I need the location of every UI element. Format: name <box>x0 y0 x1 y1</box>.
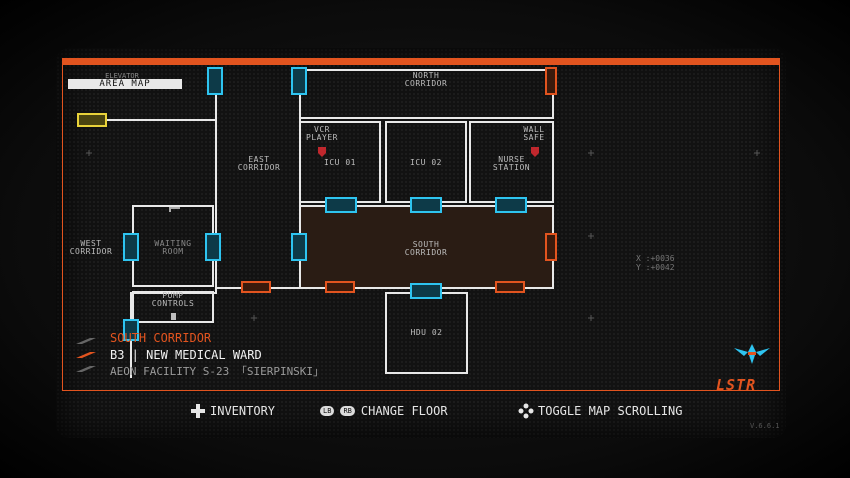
change-floor-hint[interactable]: LB RB CHANGE FLOOR <box>320 400 448 422</box>
change-floor-label: CHANGE FLOOR <box>360 404 448 418</box>
door-icon[interactable] <box>291 233 307 261</box>
elevator-label: ELEVATOR <box>105 72 139 80</box>
grid-cross <box>588 315 594 321</box>
inventory-label: INVENTORY <box>210 404 276 418</box>
dpad-icon <box>191 404 205 418</box>
map-top-bar <box>62 58 780 65</box>
grid-cross <box>251 315 257 321</box>
room-icu-01: ICU 01 <box>324 158 356 167</box>
location-floor: B3 | NEW MEDICAL WARD <box>110 348 262 362</box>
locked-door-icon[interactable] <box>545 233 557 261</box>
item-bracket-icon <box>169 207 180 212</box>
toggle-scroll-label: TOGGLE MAP SCROLLING <box>538 404 683 418</box>
location-facility: AEON FACILITY S-23 「SIERPINSKI」 <box>110 365 325 378</box>
room-west-corridor: WEST CORRIDOR <box>69 239 113 256</box>
map-coordinates: X :+0036 Y :+0042 <box>636 254 675 272</box>
area-map-title: AREA MAP <box>68 79 182 89</box>
wall-pump-controls <box>132 291 214 323</box>
winged-emblem-icon <box>734 344 770 364</box>
vcr-player-marker-icon[interactable] <box>318 147 326 157</box>
grid-cross <box>588 150 594 156</box>
door-icon[interactable] <box>410 197 442 213</box>
crt-screen: ELEVATOR AREA MAP NORTH CORRIDOR EAST CO… <box>56 48 786 438</box>
room-hdu-02: HDU 02 <box>410 328 443 337</box>
door-icon[interactable] <box>495 197 527 213</box>
locked-door-icon[interactable] <box>325 281 355 293</box>
door-icon[interactable] <box>291 67 307 95</box>
door-icon[interactable] <box>123 319 139 341</box>
door-icon[interactable] <box>410 283 442 299</box>
marker-vcr-player: VCR PLAYER <box>306 125 338 142</box>
face-buttons-icon <box>518 403 534 419</box>
grid-cross <box>86 150 92 156</box>
location-panel: SOUTH CORRIDOR B3 | NEW MEDICAL WARD AEO… <box>110 331 324 379</box>
control-hints: INVENTORY LB RB CHANGE FLOOR TOGGLE MAP … <box>56 400 786 430</box>
marker-wall-safe: WALL SAFE <box>523 125 545 142</box>
room-pump-controls: PUMP CONTROLS <box>151 291 195 308</box>
location-stripes-icon <box>76 338 96 372</box>
room-icu-02: ICU 02 <box>410 158 442 167</box>
pump-marker-icon[interactable] <box>171 313 176 320</box>
grid-cross <box>754 150 760 156</box>
wall-east-corridor <box>215 70 301 289</box>
locked-door-icon[interactable] <box>545 67 557 95</box>
map-frame <box>62 65 780 391</box>
inventory-hint[interactable]: INVENTORY <box>190 400 275 422</box>
current-room-fill <box>300 206 553 288</box>
elevator-door-icon[interactable] <box>77 113 107 127</box>
location-room: SOUTH CORRIDOR <box>110 331 212 345</box>
version-label: V.6.6.1 <box>750 422 780 430</box>
room-nurse-station: NURSE STATION <box>492 155 531 172</box>
lb-button-icon: LB <box>320 406 335 416</box>
room-east-corridor: EAST CORRIDOR <box>237 155 281 172</box>
lstr-logo: LSTR <box>716 376 757 394</box>
door-icon[interactable] <box>325 197 357 213</box>
door-icon[interactable] <box>205 233 221 261</box>
locked-door-icon[interactable] <box>241 281 271 293</box>
door-icon[interactable] <box>207 67 223 95</box>
room-north-corridor: NORTH CORRIDOR <box>404 71 448 88</box>
grid-cross <box>588 233 594 239</box>
rb-button-icon: RB <box>340 406 355 416</box>
door-icon[interactable] <box>123 233 139 261</box>
room-waiting-room: WAITING ROOM <box>154 239 192 256</box>
toggle-scroll-hint[interactable]: TOGGLE MAP SCROLLING <box>518 400 683 422</box>
area-map-view[interactable] <box>56 48 786 393</box>
room-south-corridor: SOUTH CORRIDOR <box>404 240 448 257</box>
wall-safe-marker-icon[interactable] <box>531 147 539 157</box>
locked-door-icon[interactable] <box>495 281 525 293</box>
